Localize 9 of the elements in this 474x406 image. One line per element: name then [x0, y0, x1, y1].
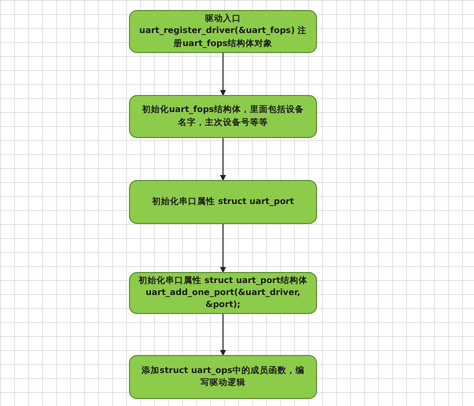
- process-box: 初始化串口属性 struct uart_port结构体 uart_add_one_port(&uart_driver, &port);: [129, 272, 317, 314]
- arrow: [220, 138, 226, 181]
- arrow: [220, 314, 226, 356]
- process-box: 初始化uart_fops结构体，里面包括设备名字，主次设备号等等: [129, 95, 317, 138]
- arrow: [220, 224, 226, 273]
- process-box: 驱动入口 uart_register_driver(&uart_fops) 注册uart_fops结构体对象: [129, 10, 317, 53]
- process-box: 添加struct uart_ops中的成员函数，编写驱动逻辑: [129, 355, 317, 399]
- arrow: [220, 52, 226, 96]
- process-box: 初始化串口属性 struct uart_port: [129, 180, 317, 224]
